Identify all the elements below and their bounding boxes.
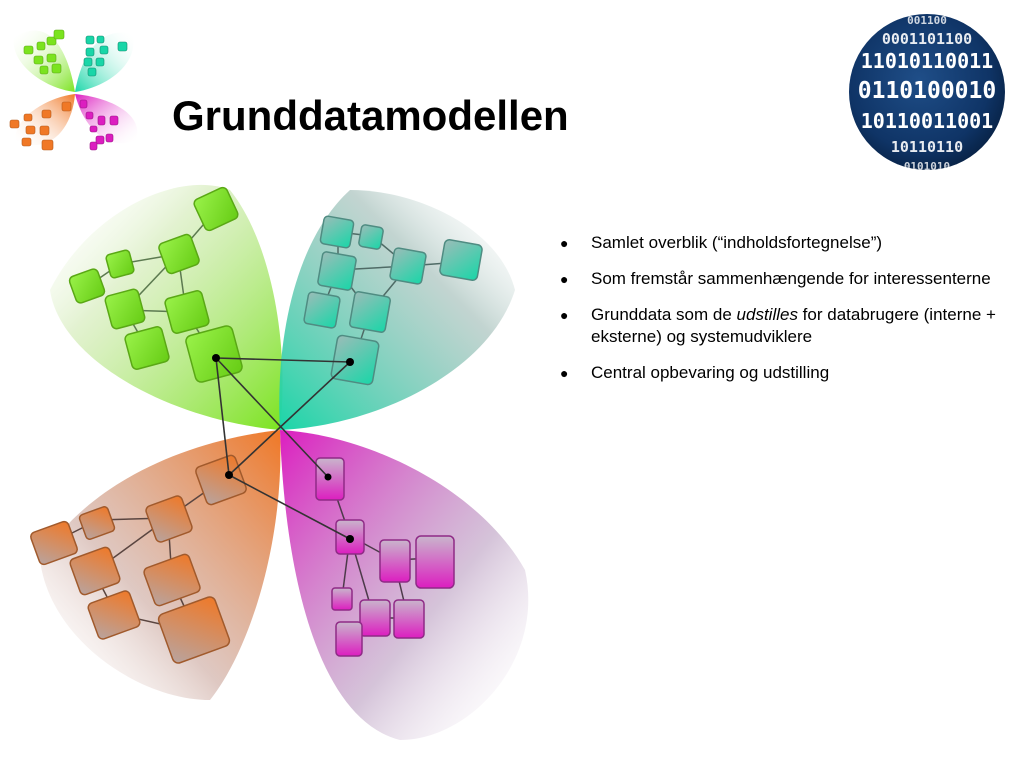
petal-magenta: [280, 430, 529, 740]
bullet-text: Samlet overblik (“indholdsfortegnelse”): [591, 233, 883, 252]
bullet-text-emphasis: udstilles: [736, 305, 798, 324]
bullet-item: ● Som fremstår sammenhængende for intere…: [560, 268, 1000, 290]
globe-row: 001100: [907, 14, 947, 27]
bullet-dot: ●: [560, 307, 569, 323]
bullet-list: ● Samlet overblik (“indholdsfortegnelse”…: [560, 232, 1000, 398]
bullet-dot: ●: [560, 271, 569, 287]
globe-row: 0001101100: [882, 30, 972, 48]
bullet-text-suffix: for databrugere (interne + eksterne) og …: [591, 305, 996, 346]
bullet-text: Som fremstår sammenhængende for interess…: [591, 269, 991, 288]
globe-row: 0110100010: [858, 78, 996, 104]
slide-title: Grunddatamodellen: [172, 92, 569, 139]
logo-small: [9, 29, 138, 151]
bullet-text-prefix: Grunddata som de: [591, 305, 737, 324]
grunddata-diagram: [30, 184, 529, 740]
bullet-item: ● Samlet overblik (“indholdsfortegnelse”…: [560, 232, 1000, 254]
bullet-text: Central opbevaring og udstilling: [591, 363, 830, 382]
binary-globe-icon: 001100 0001101100 11010110011 0110100010…: [849, 14, 1005, 173]
bullet-item: ● Central opbevaring og udstilling: [560, 362, 1000, 384]
globe-row: 0101010: [904, 160, 950, 173]
bullet-item: ● Grunddata som de udstilles for databru…: [560, 304, 1000, 348]
globe-row: 11010110011: [861, 49, 993, 73]
globe-row: 10110011001: [861, 109, 993, 133]
bullet-dot: ●: [560, 365, 569, 381]
globe-row: 10110110: [891, 138, 963, 156]
bullet-dot: ●: [560, 235, 569, 251]
